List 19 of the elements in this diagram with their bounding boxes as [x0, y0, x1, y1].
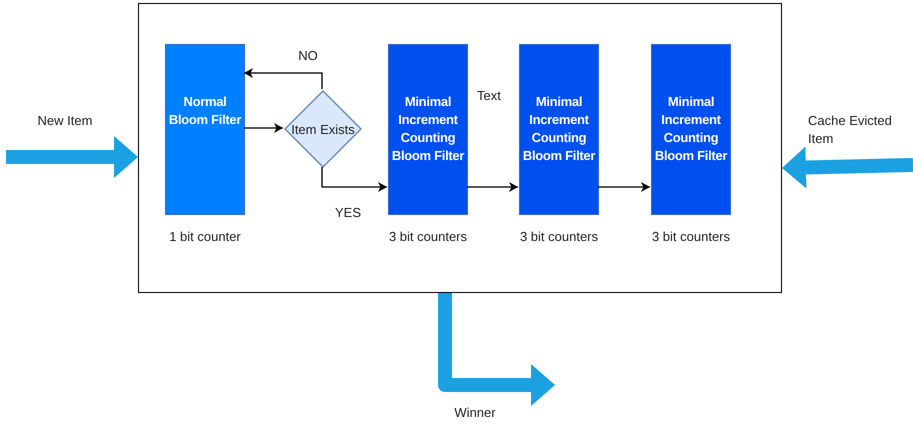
filter-box: Normal Bloom Filter — [165, 44, 245, 215]
decision-diamond: Item Exists — [284, 90, 362, 168]
counter-caption: 3 bit counters — [518, 228, 600, 246]
arrow — [244, 68, 323, 89]
text-label: Text — [477, 87, 501, 105]
container-box — [138, 3, 782, 293]
filter-box: Minimal Increment Counting Bloom Filter — [651, 44, 731, 215]
flow-arrow — [6, 136, 138, 178]
counter-caption: 3 bit counters — [650, 228, 732, 246]
filter-box: Minimal Increment Counting Bloom Filter — [388, 44, 468, 215]
arrow — [321, 167, 387, 192]
filter-box: Minimal Increment Counting Bloom Filter — [519, 44, 599, 215]
arrow — [598, 182, 650, 192]
flow-arrow — [438, 293, 555, 406]
arrow — [467, 182, 518, 192]
flow-arrow — [782, 146, 913, 188]
counter-caption: 1 bit counter — [168, 228, 242, 246]
counter-caption: 3 bit counters — [388, 228, 468, 246]
arrow — [244, 123, 283, 133]
